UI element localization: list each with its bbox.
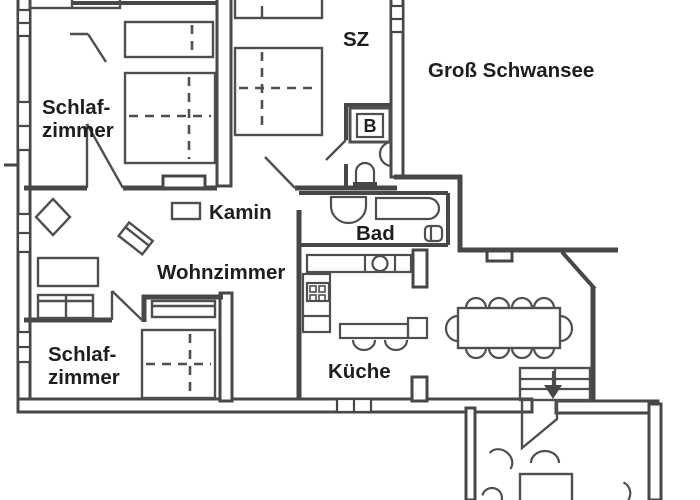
bed — [233, 0, 324, 20]
kitchen-island — [338, 316, 429, 340]
wardrobe — [123, 20, 215, 59]
toilet — [423, 224, 444, 243]
bar-stool — [383, 339, 409, 352]
dining-chairs — [444, 296, 574, 360]
stairs-down-arrow-icon — [544, 371, 562, 399]
boiler-label: B — [364, 116, 377, 136]
inner-walls — [24, 103, 450, 399]
sofa-2 — [36, 293, 95, 320]
room-label-bad: Bad — [356, 222, 395, 245]
windows — [16, 4, 405, 414]
kitchen-furniture — [301, 253, 429, 352]
bedroom-bottom-furniture — [140, 328, 217, 400]
outer-walls — [4, 0, 663, 500]
room-label-bedroom-bottom-line1: Schlaf- — [48, 343, 116, 366]
kitchen-sink — [371, 254, 389, 273]
double-bed — [233, 46, 324, 137]
dresser — [150, 299, 217, 319]
wc-sink — [378, 140, 393, 168]
table — [518, 472, 574, 500]
side-table — [34, 197, 72, 237]
stove — [305, 281, 331, 303]
fireplace — [170, 201, 202, 221]
room-label-sz: SZ — [343, 28, 369, 51]
room-label-kueche: Küche — [328, 360, 391, 383]
room-label-bedroom-top-line1: Schlaf- — [42, 96, 110, 119]
dining-furniture — [444, 296, 574, 360]
boiler-box — [348, 106, 392, 144]
side-counter — [301, 272, 332, 334]
bathroom-fixtures — [329, 195, 444, 243]
sz-furniture — [233, 0, 324, 137]
livingroom-furniture — [34, 197, 217, 320]
stairs — [518, 366, 592, 402]
bedroom-top-furniture — [28, 0, 217, 165]
location-label: Groß Schwansee — [428, 59, 594, 82]
chair — [529, 449, 561, 464]
lower-room-furniture — [481, 448, 632, 500]
bath-sink — [329, 195, 368, 225]
wc-toilet — [353, 161, 377, 188]
armchair — [116, 220, 155, 257]
room-label-bedroom-top-line2: zimmer — [42, 119, 114, 142]
wc-fixtures — [348, 106, 393, 188]
fireplace-label: Kamin — [209, 201, 272, 224]
double-bed — [140, 328, 217, 400]
room-label-bedroom-bottom-line2: zimmer — [48, 366, 120, 389]
counter — [305, 253, 413, 274]
doors — [70, 32, 559, 451]
sofa — [36, 256, 100, 288]
chair — [612, 481, 632, 500]
bed — [28, 0, 122, 10]
chair — [481, 486, 504, 500]
double-bed — [123, 71, 217, 165]
bar-stool — [351, 339, 377, 352]
entry-door-swing — [520, 401, 559, 451]
dining-table — [456, 306, 562, 350]
room-label-wohnzimmer: Wohnzimmer — [157, 261, 285, 284]
bathtub — [374, 196, 441, 221]
chair — [488, 448, 514, 470]
